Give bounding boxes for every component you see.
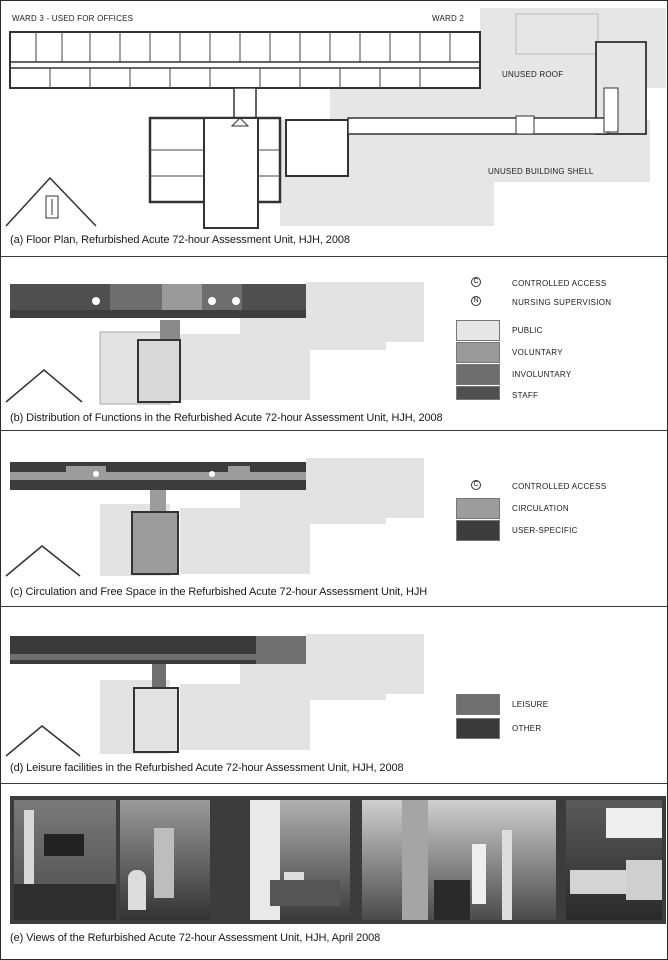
- legend-nursing-supervision: NURSING SUPERVISION: [512, 298, 612, 307]
- circulation-plan-drawing: [5, 458, 424, 577]
- caption-d: (d) Leisure facilities in the Refurbishe…: [10, 762, 404, 774]
- legend-circulation: CIRCULATION: [512, 504, 569, 513]
- legend-other: OTHER: [512, 724, 542, 733]
- caption-e: (e) Views of the Refurbished Acute 72-ho…: [10, 932, 381, 944]
- controlled-access-icon: C: [471, 277, 481, 287]
- divider: [0, 256, 668, 257]
- panel-leisure: LEISURE OTHER (d) Leisure facilities in …: [0, 624, 668, 784]
- ward-3-label: WARD 3 - USED FOR OFFICES: [12, 14, 134, 23]
- divider: [0, 430, 668, 431]
- ward-2-label: WARD 2: [432, 14, 465, 23]
- controlled-access-icon: C: [471, 480, 481, 490]
- legend-user-specific: USER-SPECIFIC: [512, 526, 578, 535]
- caption-a: (a) Floor Plan, Refurbished Acute 72-hou…: [10, 234, 350, 246]
- swatch-involuntary: [456, 364, 500, 385]
- divider: [0, 783, 668, 784]
- legend-voluntary: VOLUNTARY: [512, 348, 563, 357]
- photo-5: [566, 800, 662, 920]
- photo-4: [362, 800, 556, 920]
- caption-c: (c) Circulation and Free Space in the Re…: [10, 586, 428, 598]
- divider: [0, 606, 668, 607]
- swatch-circulation: [456, 498, 500, 519]
- legend-leisure: LEISURE: [512, 700, 549, 709]
- photo-1: [14, 800, 116, 920]
- panel-floor-plan: WARD 3 - USED FOR OFFICES WARD 2 UNUSED …: [0, 0, 668, 255]
- floor-plan-drawing: [5, 8, 666, 229]
- unused-shell-label: UNUSED BUILDING SHELL: [488, 167, 594, 176]
- swatch-user-specific: [456, 520, 500, 541]
- swatch-public: [456, 320, 500, 341]
- legend-staff: STAFF: [512, 391, 539, 400]
- legend-public: PUBLIC: [512, 326, 543, 335]
- nursing-supervision-icon: N: [471, 296, 481, 306]
- legend-involuntary: INVOLUNTARY: [512, 370, 572, 379]
- photo-3: [250, 800, 350, 920]
- photo-strip: [10, 796, 666, 924]
- functions-plan-drawing: [5, 282, 424, 405]
- legend-controlled-access: CONTROLLED ACCESS: [512, 482, 607, 491]
- unused-roof-label: UNUSED ROOF: [502, 70, 564, 79]
- photo-2: [120, 800, 210, 920]
- panel-functions: C CONTROLLED ACCESS N NURSING SUPERVISIO…: [0, 270, 668, 435]
- swatch-staff: [456, 386, 500, 400]
- swatch-leisure: [456, 694, 500, 715]
- swatch-voluntary: [456, 342, 500, 363]
- leisure-plan-drawing: [5, 634, 424, 757]
- caption-b: (b) Distribution of Functions in the Ref…: [10, 412, 443, 424]
- legend-controlled-access: CONTROLLED ACCESS: [512, 279, 607, 288]
- swatch-other: [456, 718, 500, 739]
- panel-circulation: C CONTROLLED ACCESS CIRCULATION USER-SPE…: [0, 448, 668, 608]
